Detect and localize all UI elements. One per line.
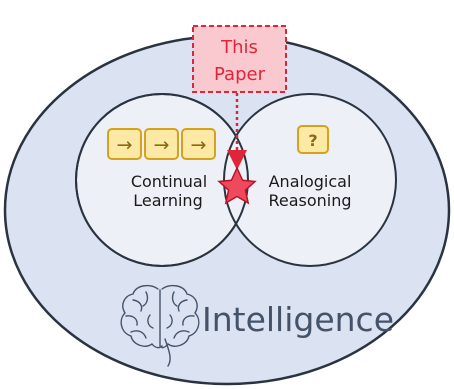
question-icon-group: ?: [297, 125, 329, 154]
sequence-icons: → → →: [107, 128, 216, 160]
callout-line1: This: [220, 37, 258, 58]
continual-label-line1: Continual: [131, 172, 207, 191]
question-box-icon: [297, 125, 329, 154]
analogical-label-line2: Reasoning: [268, 191, 351, 210]
brain-icon: [120, 284, 200, 367]
intelligence-label: Intelligence: [202, 300, 394, 339]
arrow-right-icon: →: [117, 134, 133, 156]
analogical-reasoning-circle: [223, 93, 397, 267]
arrow-right-icon: →: [191, 134, 207, 156]
arrow-box-icon: [181, 128, 216, 160]
analogical-label-line1: Analogical: [269, 172, 352, 191]
star-icon: [217, 166, 257, 205]
continual-label-line2: Learning: [133, 191, 202, 210]
arrow-box-icon: [144, 128, 179, 160]
arrow-right-icon: →: [154, 134, 170, 156]
arrow-box-icon: [107, 128, 142, 160]
callout-line2: Paper: [214, 64, 266, 85]
continual-learning-circle-outline: [75, 93, 249, 267]
this-paper-callout: [192, 25, 287, 93]
question-mark-icon: ?: [308, 131, 317, 150]
